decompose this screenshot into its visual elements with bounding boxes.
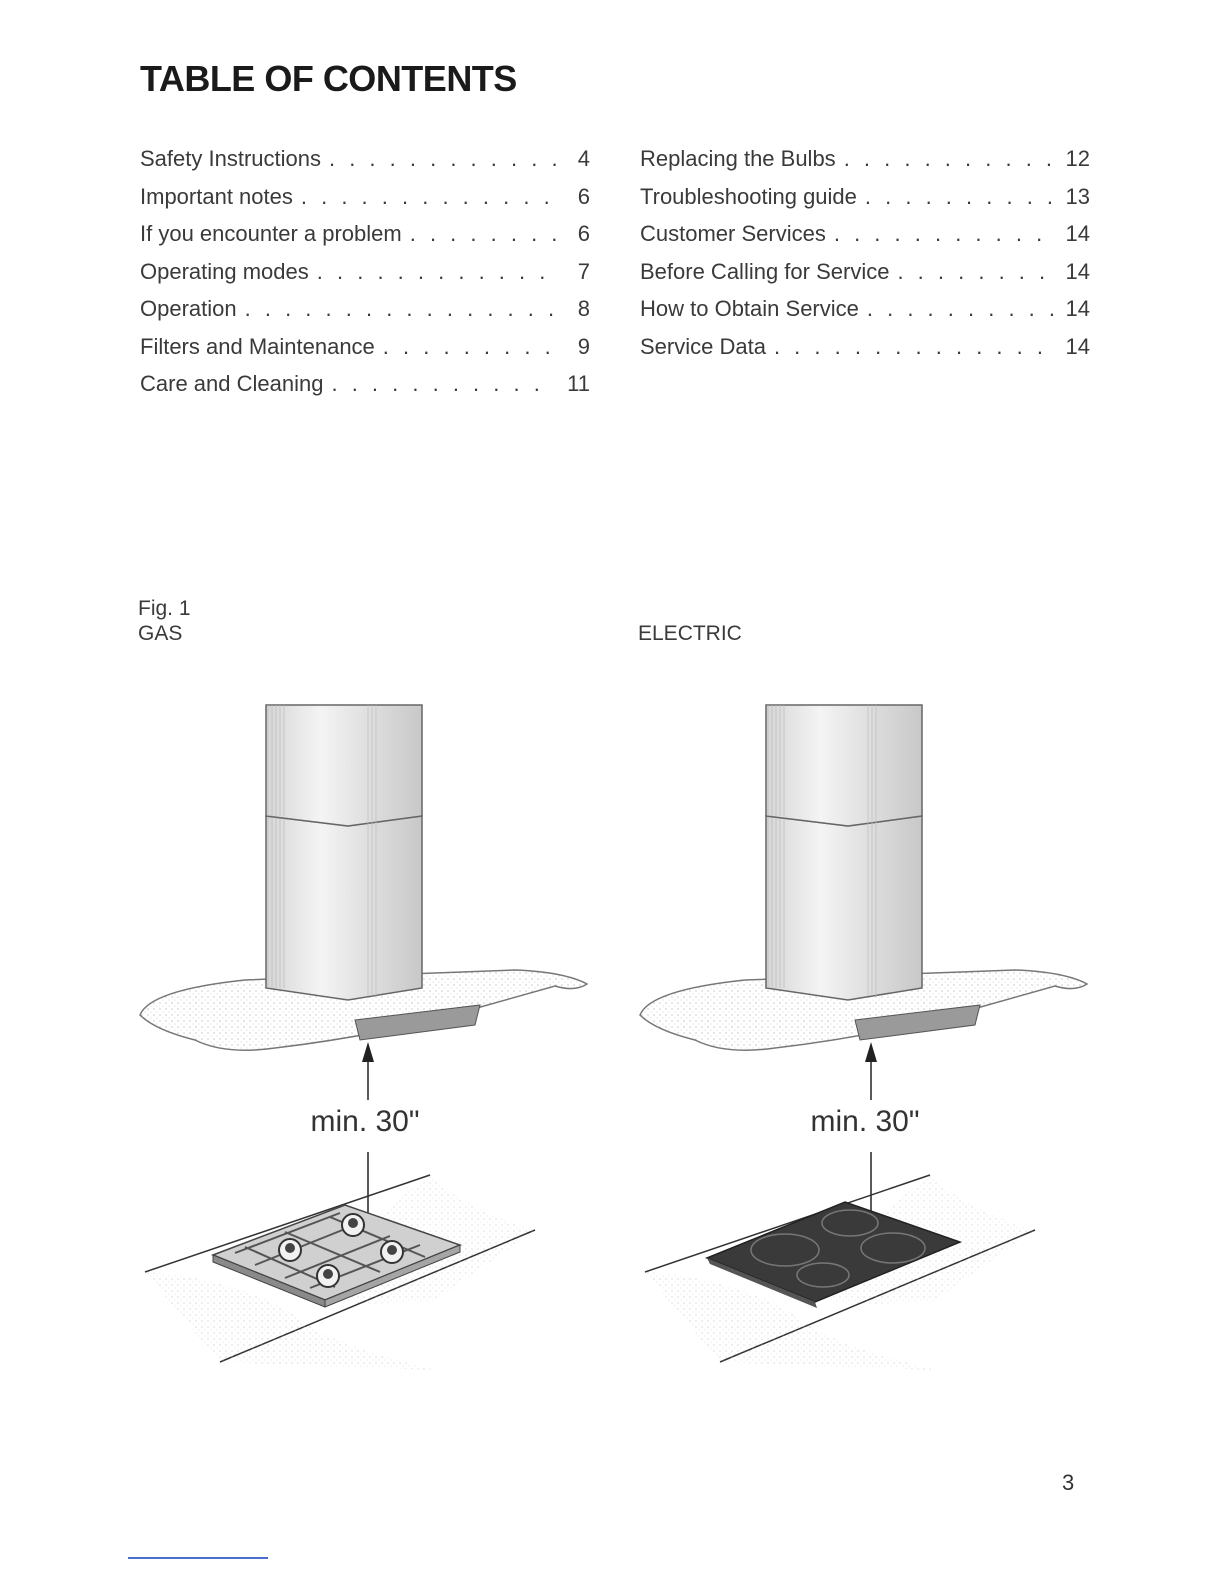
toc-entry[interactable]: Safety Instructions 4 <box>140 146 590 184</box>
toc-entry-page: 7 <box>577 258 590 284</box>
toc-entry[interactable]: Replacing the Bulbs 12 <box>640 146 1090 184</box>
toc-leader-dots <box>844 146 1056 172</box>
gas-hood-illustration: min. 30" <box>135 690 595 1390</box>
toc-entry[interactable]: Important notes 6 <box>140 184 590 222</box>
toc-entry[interactable]: Operating modes 7 <box>140 259 590 297</box>
toc-entry[interactable]: Operation 8 <box>140 296 590 334</box>
electric-label: ELECTRIC <box>638 622 742 645</box>
toc-entry[interactable]: Before Calling for Service 14 <box>640 259 1090 297</box>
gas-label: GAS <box>138 622 183 645</box>
toc-entry-label: Service Data <box>640 333 766 359</box>
toc-entry-page: 14 <box>1065 333 1090 359</box>
toc-entry[interactable]: Care and Cleaning 11 <box>140 371 590 409</box>
toc-entry-label: If you encounter a problem <box>140 221 402 246</box>
toc-leader-dots <box>834 221 1056 247</box>
toc-leader-dots <box>317 259 556 285</box>
toc-right-column: Replacing the Bulbs 12 Troubleshooting gu… <box>640 146 1090 371</box>
toc-entry-page: 6 <box>577 183 590 209</box>
toc-leader-dots <box>329 146 556 172</box>
electric-illustration-drawing <box>639 704 1089 1370</box>
page-number: 3 <box>1062 1470 1075 1495</box>
toc-leader-dots <box>897 259 1056 285</box>
toc-entry-label: Safety Instructions <box>140 146 321 171</box>
toc-entry[interactable]: Filters and Maintenance 9 <box>140 334 590 372</box>
toc-entry-label: Operating modes <box>140 258 309 284</box>
toc-leader-dots <box>774 334 1056 360</box>
toc-leader-dots <box>383 334 556 360</box>
toc-entry[interactable]: Troubleshooting guide 13 <box>640 184 1090 222</box>
toc-entry-page: 14 <box>1065 221 1090 246</box>
toc-entry[interactable]: Service Data 14 <box>640 334 1090 372</box>
toc-entry-label: Before Calling for Service <box>640 258 890 284</box>
toc-leader-dots <box>331 371 556 397</box>
toc-entry-page: 14 <box>1065 258 1090 284</box>
toc-entry-page: 13 <box>1065 183 1090 209</box>
toc-leader-dots <box>410 221 556 247</box>
toc-entry-page: 14 <box>1065 296 1090 321</box>
footer-rule <box>128 1557 268 1559</box>
toc-entry-label: Care and Cleaning <box>140 371 324 396</box>
toc-entry[interactable]: If you encounter a problem 6 <box>140 221 590 259</box>
toc-entry-label: Customer Services <box>640 221 826 246</box>
figure-caption: Fig. 1 <box>138 597 191 620</box>
toc-entry-page: 12 <box>1065 146 1090 171</box>
electric-hood-illustration: min. 30" <box>635 690 1095 1390</box>
toc-entry-label: Replacing the Bulbs <box>640 146 836 171</box>
gas-min-distance-label: min. 30" <box>310 1105 420 1138</box>
gas-illustration-drawing <box>139 704 589 1370</box>
toc-entry[interactable]: How to Obtain Service 14 <box>640 296 1090 334</box>
toc-entry[interactable]: Customer Services 14 <box>640 221 1090 259</box>
toc-entry-page: 6 <box>577 221 590 246</box>
toc-entry-label: Important notes <box>140 183 293 209</box>
toc-leader-dots <box>245 296 556 322</box>
toc-leader-dots <box>301 184 556 210</box>
toc-entry-page: 11 <box>567 371 590 396</box>
toc-left-column: Safety Instructions 4 Important notes 6 If… <box>140 146 590 409</box>
toc-entry-label: How to Obtain Service <box>640 296 859 321</box>
toc-entry-label: Troubleshooting guide <box>640 183 857 209</box>
page-title: TABLE OF CONTENTS <box>140 58 517 99</box>
electric-min-distance-label: min. 30" <box>810 1105 920 1138</box>
toc-leader-dots <box>865 184 1056 210</box>
toc-entry-page: 8 <box>577 296 590 321</box>
toc-entry-label: Filters and Maintenance <box>140 333 375 359</box>
toc-entry-label: Operation <box>140 296 237 321</box>
toc-leader-dots <box>867 296 1056 322</box>
toc-entry-page: 4 <box>577 146 590 171</box>
toc-entry-page: 9 <box>577 333 590 359</box>
